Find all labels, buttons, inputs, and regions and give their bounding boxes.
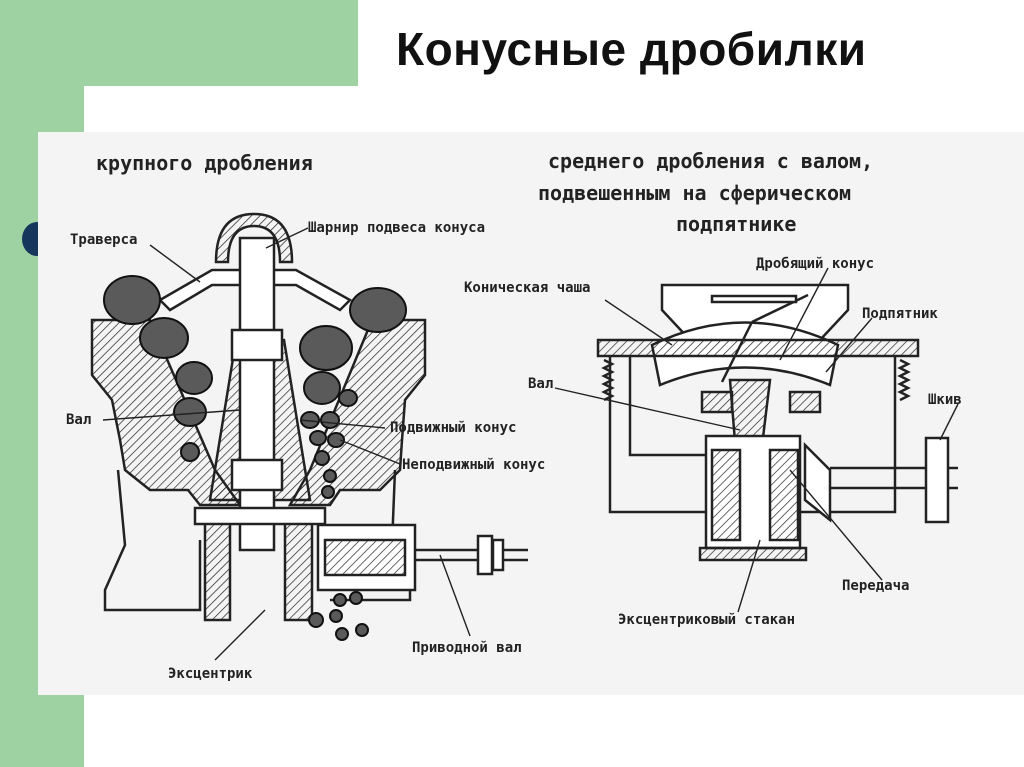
label-moving-cone: Подвижный конус xyxy=(390,420,516,436)
label-drive-shaft: Приводной вал xyxy=(412,640,522,656)
right-heading-line2: подвешенным на сферическом xyxy=(538,181,851,205)
label-crushing-cone: Дробящий конус xyxy=(756,256,874,272)
label-pulley: Шкив xyxy=(928,392,962,408)
label-hinge: Шарнир подвеса конуса xyxy=(308,220,485,236)
label-eccentric: Эксцентрик xyxy=(168,666,253,682)
left-leader-lines xyxy=(102,227,471,661)
green-top-band xyxy=(0,0,358,86)
label-shaft-left: Вал xyxy=(66,412,91,428)
label-eccentric-sleeve: Эксцентриковый стакан xyxy=(618,612,795,628)
right-leader-lines xyxy=(554,267,959,613)
label-conical-bowl: Коническая чаша xyxy=(464,280,590,296)
label-fixed-cone: Неподвижный конус xyxy=(402,457,545,473)
right-heading-line1: среднего дробления с валом, xyxy=(548,149,873,173)
label-thrust-bearing: Подпятник xyxy=(862,306,938,322)
label-transmission: Передача xyxy=(842,578,909,594)
right-heading-line3: подпятнике xyxy=(676,212,796,236)
left-heading: крупного дробления xyxy=(96,151,313,175)
label-traverse: Траверса xyxy=(70,232,137,248)
label-shaft-right: Вал xyxy=(528,376,553,392)
right-crusher-drawing xyxy=(596,283,958,562)
ore-rocks xyxy=(103,275,407,641)
slide-title: Конусные дробилки xyxy=(396,23,867,75)
